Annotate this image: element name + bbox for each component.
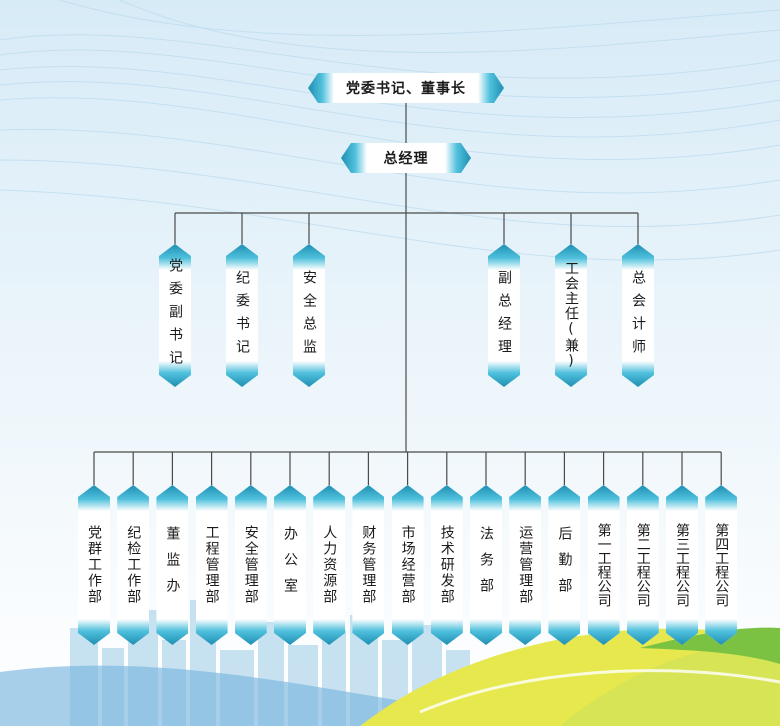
department-node-2: 董监办 <box>156 485 188 645</box>
department-label: 人力资源部 <box>321 525 338 605</box>
department-node-10: 法务部 <box>470 485 502 645</box>
department-node-12: 后勤部 <box>548 485 580 645</box>
department-label: 技术研发部 <box>438 525 455 605</box>
ground-green <box>640 627 780 664</box>
department-node-11: 运营管理部 <box>509 485 541 645</box>
node-label: 工会主任(兼) <box>563 261 579 370</box>
department-node-6: 人力资源部 <box>313 485 345 645</box>
department-label: 第三工程公司 <box>674 523 690 607</box>
department-node-8: 市场经营部 <box>392 485 424 645</box>
node-mid-right-1: 工会主任(兼) <box>555 244 587 387</box>
node-second: 总经理 <box>341 143 471 173</box>
department-label: 党群工作部 <box>86 525 102 605</box>
department-label: 第一工程公司 <box>595 523 612 607</box>
node-mid-right-0: 副总经理 <box>488 244 520 387</box>
department-label: 安全管理部 <box>242 525 259 605</box>
department-label: 第二工程公司 <box>634 523 651 607</box>
department-node-1: 纪检工作部 <box>117 485 149 645</box>
department-label: 工程管理部 <box>203 525 220 605</box>
node-mid-right-2: 总会计师 <box>622 244 654 387</box>
node-mid-left-2: 安全总监 <box>293 244 325 387</box>
department-node-5: 办公室 <box>274 485 306 645</box>
department-label: 董监办 <box>164 526 181 604</box>
node-mid-left-1: 纪委书记 <box>226 244 258 387</box>
node-top-label: 党委书记、董事长 <box>346 81 466 97</box>
node-second-label: 总经理 <box>383 151 429 167</box>
department-label: 法务部 <box>478 526 494 604</box>
department-node-9: 技术研发部 <box>431 485 463 645</box>
department-node-4: 安全管理部 <box>235 485 267 645</box>
department-label: 运营管理部 <box>517 525 534 605</box>
node-label: 副总经理 <box>496 269 512 362</box>
department-node-13: 第一工程公司 <box>588 485 620 645</box>
department-node-0: 党群工作部 <box>78 485 110 645</box>
department-label: 办公室 <box>282 526 298 604</box>
department-label: 第四工程公司 <box>713 523 730 607</box>
department-node-15: 第三工程公司 <box>666 485 698 645</box>
department-node-3: 工程管理部 <box>196 485 228 645</box>
department-label: 后勤部 <box>556 526 573 604</box>
ground-blue <box>0 665 460 726</box>
department-node-14: 第二工程公司 <box>627 485 659 645</box>
node-top: 党委书记、董事长 <box>308 73 504 103</box>
department-label: 市场经营部 <box>399 525 416 605</box>
department-node-7: 财务管理部 <box>352 485 384 645</box>
node-label: 安全总监 <box>301 269 317 362</box>
node-label: 纪委书记 <box>234 269 250 362</box>
department-label: 纪检工作部 <box>125 525 142 605</box>
department-label: 财务管理部 <box>360 525 377 605</box>
node-label: 党委副书记 <box>167 258 183 373</box>
node-label: 总会计师 <box>630 269 646 362</box>
node-mid-left-0: 党委副书记 <box>159 244 191 387</box>
department-node-16: 第四工程公司 <box>705 485 737 645</box>
